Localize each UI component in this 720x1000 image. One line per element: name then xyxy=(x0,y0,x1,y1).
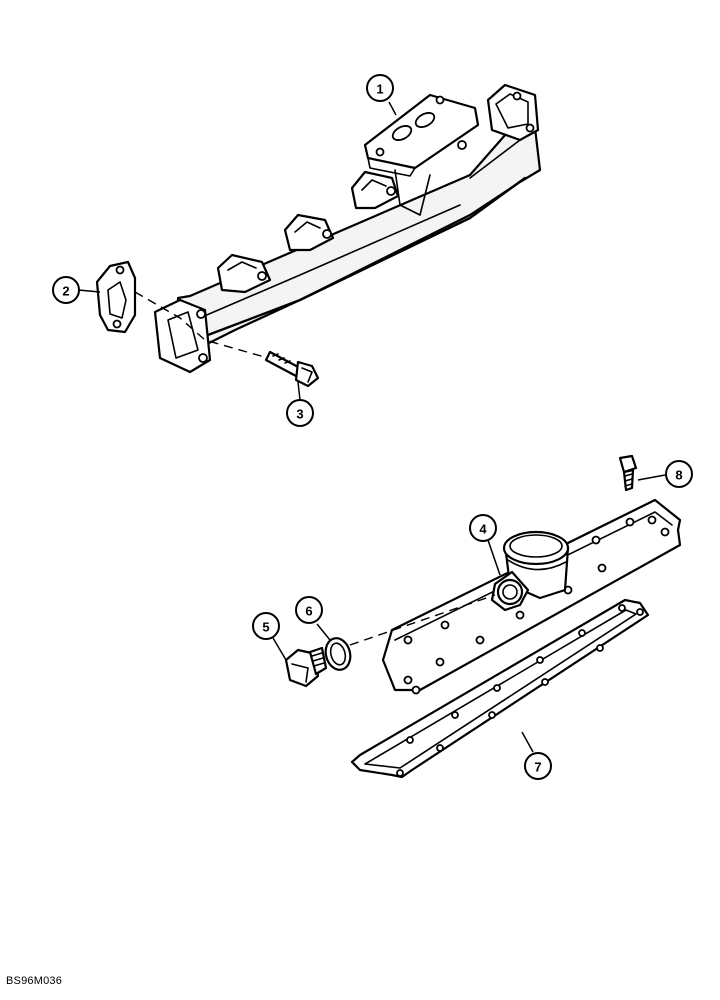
leader-lines xyxy=(77,101,666,753)
callout-6: 6 xyxy=(295,596,323,624)
exhaust-manifold xyxy=(153,83,542,374)
callout-3: 3 xyxy=(286,399,314,427)
manifold-gasket xyxy=(95,260,137,334)
port-alignment-line xyxy=(349,594,496,646)
callout-1: 1 xyxy=(366,74,394,102)
gasket-alignment-line xyxy=(134,291,276,361)
cover-bolt-holes xyxy=(403,515,670,695)
callout-4: 4 xyxy=(469,514,497,542)
cover-capscrew xyxy=(618,454,638,492)
callout-2: 2 xyxy=(52,276,80,304)
o-ring xyxy=(324,637,352,671)
callout-5-label: 5 xyxy=(262,620,269,635)
callout-2-label: 2 xyxy=(62,284,69,299)
callout-8: 8 xyxy=(665,460,693,488)
drain-plug xyxy=(284,646,328,688)
callout-7: 7 xyxy=(524,752,552,780)
callout-6-label: 6 xyxy=(305,604,312,619)
callout-4-label: 4 xyxy=(479,522,487,537)
callout-7-label: 7 xyxy=(534,760,541,775)
callout-8-label: 8 xyxy=(675,468,682,483)
cover-gasket xyxy=(350,598,650,779)
manifold-bolt xyxy=(264,350,320,388)
intake-cover xyxy=(381,498,682,695)
callout-3-label: 3 xyxy=(296,407,303,422)
callout-1-label: 1 xyxy=(376,82,383,97)
reference-code: BS96M036 xyxy=(6,975,63,987)
callout-5: 5 xyxy=(252,612,280,640)
